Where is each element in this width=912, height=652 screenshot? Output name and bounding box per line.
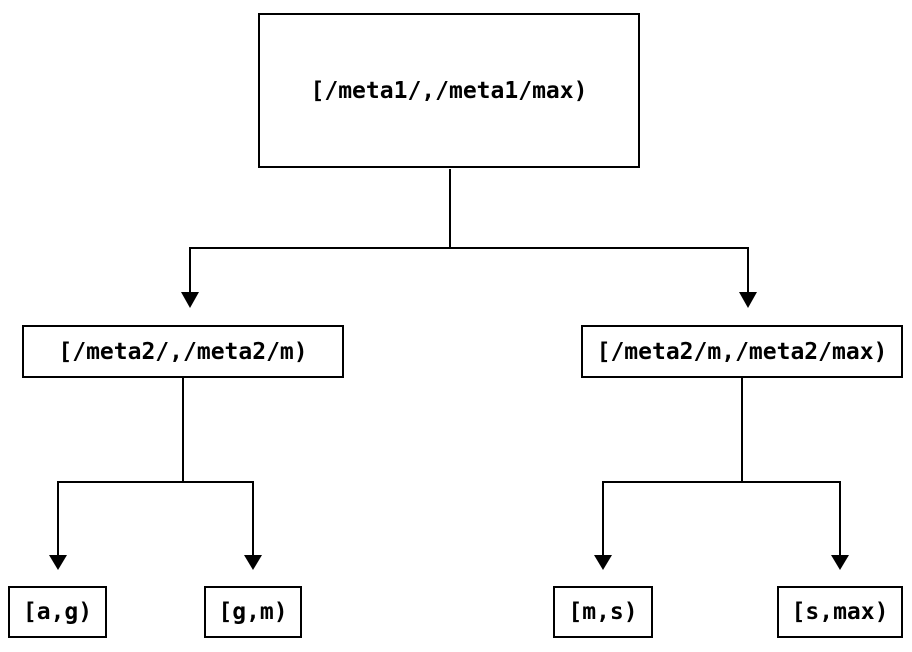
node-leaf-g-m-label: [g,m) <box>218 599 288 625</box>
node-leaf-s-max: [s,max) <box>777 586 903 638</box>
node-leaf-m-s: [m,s) <box>553 586 653 638</box>
node-meta2-low-label: [/meta2/,/meta2/m) <box>58 338 308 365</box>
node-root: [/meta1/,/meta1/max) <box>258 13 640 168</box>
arrowhead-down <box>739 292 757 308</box>
node-meta2-low: [/meta2/,/meta2/m) <box>22 325 344 378</box>
arrowhead-down <box>594 555 612 570</box>
node-meta2-high: [/meta2/m,/meta2/max) <box>581 325 903 378</box>
node-leaf-a-g: [a,g) <box>8 586 107 638</box>
arrowhead-down <box>244 555 262 570</box>
arrowhead-down <box>181 292 199 308</box>
edge-left-to-leaves <box>49 378 262 570</box>
arrowhead-down <box>49 555 67 570</box>
node-root-label: [/meta1/,/meta1/max) <box>310 77 588 104</box>
node-leaf-m-s-label: [m,s) <box>568 599 638 625</box>
node-leaf-a-g-label: [a,g) <box>22 599 93 625</box>
node-meta2-high-label: [/meta2/m,/meta2/max) <box>596 338 888 365</box>
node-leaf-g-m: [g,m) <box>204 586 302 638</box>
edge-right-to-leaves <box>594 378 849 570</box>
node-leaf-s-max-label: [s,max) <box>791 599 889 625</box>
edge-root-to-children <box>181 169 757 308</box>
arrowhead-down <box>831 555 849 570</box>
